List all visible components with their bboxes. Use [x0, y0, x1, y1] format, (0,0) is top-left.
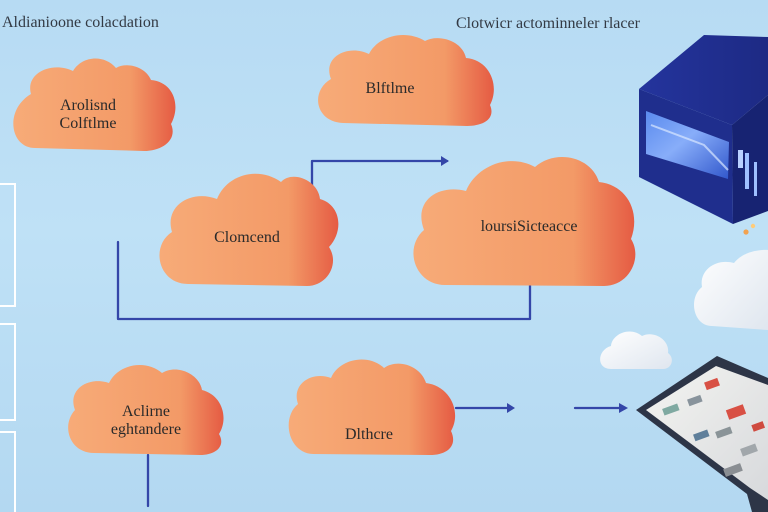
cloud-bottom-left-line-2: eghtandere — [110, 420, 182, 438]
cloud-left-top-line-2: Colftlme — [59, 114, 117, 132]
top-left-caption: Aldianioone colacdation — [2, 14, 159, 31]
cloud-bottom-left — [68, 364, 224, 455]
cloud-middle-right — [413, 156, 636, 286]
white-cloud-right — [693, 249, 768, 330]
cloud-top-center — [318, 35, 494, 126]
cloud-bottom-center — [288, 359, 456, 455]
server-cube-icon — [639, 35, 768, 235]
white-cloud-small — [600, 331, 672, 369]
cloud-middle-right-label: loursiSicteacce — [480, 218, 578, 235]
cloud-top-center-label: Blftlme — [365, 80, 415, 97]
tablet-icon — [636, 356, 768, 512]
top-right-caption: Clotwicr actominneler rlacer — [456, 15, 640, 32]
cloud-middle-left-label: Clomcend — [214, 229, 280, 246]
cloud-left-top-label: Arolisnd Colftlme — [48, 97, 128, 132]
connector-lines — [116, 156, 628, 508]
cloud-left-top-line-1: Arolisnd — [60, 97, 116, 114]
left-frame-lines — [0, 183, 16, 512]
cloud-bottom-center-label: Dlthcre — [345, 426, 393, 443]
cloud-bottom-left-label: Aclirne eghtandere — [94, 403, 198, 438]
cloud-bottom-left-line-1: Aclirne — [122, 403, 170, 420]
cloud-left-top — [13, 58, 176, 151]
cloud-middle-left — [159, 173, 339, 286]
